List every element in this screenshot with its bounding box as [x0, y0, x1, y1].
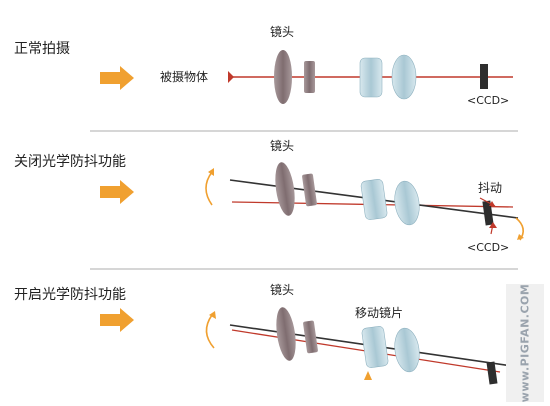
watermark-text: www.PIGFAN.COM	[518, 284, 532, 402]
blue-lens-1	[360, 179, 388, 220]
concave-lens	[304, 61, 315, 93]
section-title-on: 开启光学防抖功能	[14, 287, 126, 303]
ccd-label: <CCD>	[467, 94, 509, 107]
rotate-arrowhead-icon	[517, 234, 524, 240]
rotate-arrow-icon	[205, 314, 215, 349]
rotate-arrow-icon	[205, 171, 213, 206]
ccd-label: <CCD>	[467, 241, 509, 254]
concave-lens	[303, 320, 318, 354]
blue-lens-1	[359, 57, 383, 98]
section-normal: 正常拍摄 镜头 被摄物体 <CCD>	[14, 24, 513, 107]
shake-arrowhead-icon	[489, 222, 497, 228]
ccd-sensor	[486, 361, 498, 385]
section-stabilization-off: 关闭光学防抖功能 镜头 抖动 <CCD>	[14, 138, 524, 254]
moving-lens-label: 移动镜片	[355, 305, 403, 320]
section-stabilization-on: 开启光学防抖功能 镜头 移动镜片	[14, 282, 513, 385]
shift-marker-icon	[364, 371, 372, 380]
front-lens	[275, 162, 295, 216]
lens-label: 镜头	[270, 282, 294, 297]
blue-lens-2	[394, 327, 420, 373]
front-lens	[274, 50, 292, 104]
orange-arrow-icon	[100, 66, 134, 90]
subject-marker	[228, 71, 234, 83]
section-title-normal: 正常拍摄	[14, 41, 70, 57]
blue-lens-2	[391, 54, 417, 100]
front-lens	[276, 307, 296, 361]
watermark: www.PIGFAN.COM	[506, 284, 544, 402]
shake-arrowhead-icon	[489, 201, 495, 206]
section-title-off: 关闭光学防抖功能	[14, 154, 126, 170]
orange-arrow-icon	[100, 180, 134, 204]
shake-label: 抖动	[478, 181, 502, 195]
ccd-sensor	[480, 64, 488, 89]
lens-label: 镜头	[270, 138, 294, 153]
lens-label: 镜头	[270, 24, 294, 39]
ccd-sensor	[482, 200, 494, 226]
rotate-arrowhead-icon	[209, 311, 216, 319]
orange-arrow-icon	[100, 308, 134, 332]
concave-lens	[302, 173, 317, 207]
moving-lens	[361, 326, 389, 368]
rotate-arrowhead-icon	[208, 168, 214, 176]
blue-lens-2	[394, 180, 420, 226]
subject-label: 被摄物体	[160, 69, 208, 84]
